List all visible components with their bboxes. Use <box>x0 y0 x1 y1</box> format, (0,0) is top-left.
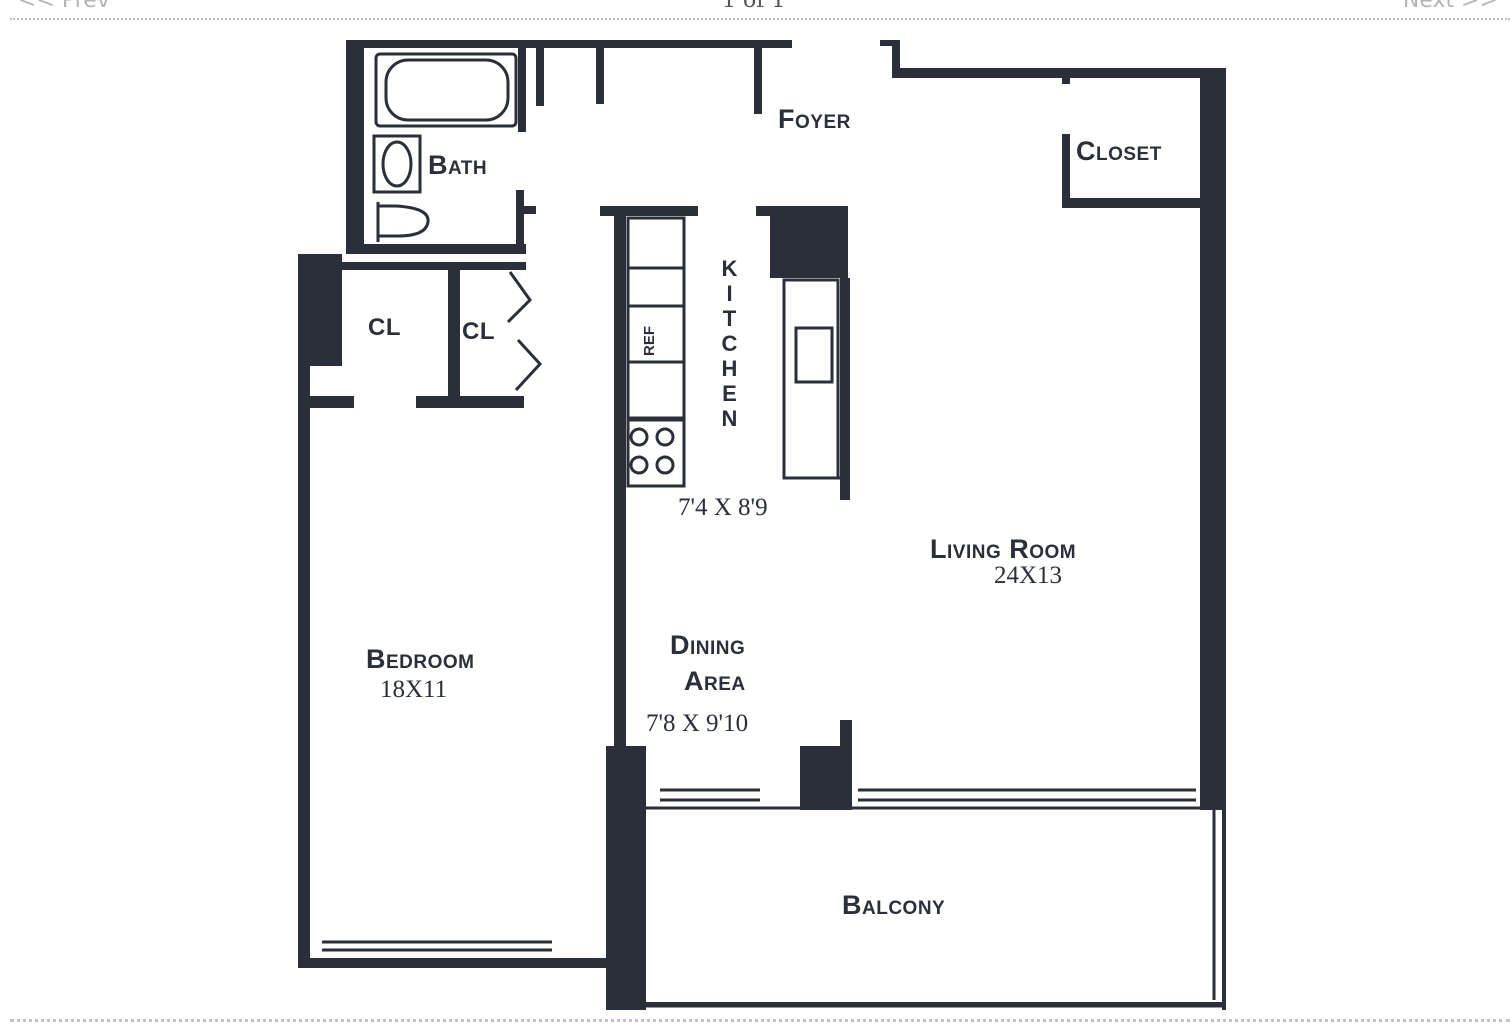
closet-1-label: CL <box>368 314 401 341</box>
top-divider <box>10 18 1510 20</box>
bedroom-label: Bedroom <box>366 644 475 674</box>
kitchen-label: KITCHEN <box>717 256 742 431</box>
fixtures <box>372 52 840 488</box>
dining-dimensions: 7'8 X 9'10 <box>646 710 749 737</box>
page-indicator: 1 of 1 <box>722 0 786 13</box>
pagination-bar: << Prev 1 of 1 Next >> <box>0 0 1510 26</box>
bedroom-dimensions: 18X11 <box>380 676 448 703</box>
kitchen-dimensions: 7'4 X 8'9 <box>678 494 768 521</box>
dining-label-line-2: Area <box>684 666 746 696</box>
windows <box>322 788 1226 1008</box>
foyer-label: Foyer <box>778 104 851 134</box>
next-link[interactable]: Next >> <box>1402 0 1498 13</box>
closet-2-label: CL <box>462 318 495 345</box>
balcony-label: Balcony <box>842 890 946 920</box>
living-room-dimensions: 24X13 <box>994 562 1063 589</box>
prev-link[interactable]: << Prev <box>18 0 110 13</box>
walls <box>298 40 1226 1010</box>
refrigerator-label: REF <box>641 326 658 356</box>
dining-label-line-1: Dining <box>670 630 746 660</box>
bath-label: Bath <box>428 150 488 180</box>
living-room-label: Living Room <box>930 534 1077 564</box>
closet-label: Closet <box>1076 136 1162 166</box>
bottom-divider <box>10 1019 1510 1022</box>
